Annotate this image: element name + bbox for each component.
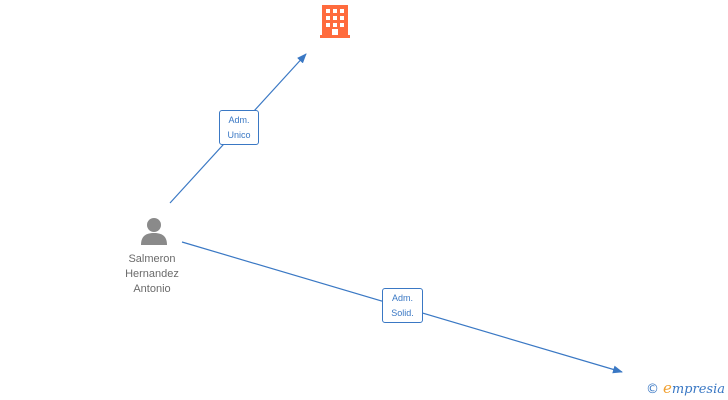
edge-label-adm-solid[interactable]: Adm. Solid. (382, 288, 423, 323)
person-name-line: Salmeron (128, 253, 176, 265)
brand-initial: e (662, 379, 672, 397)
brand-watermark: ©empresia (646, 379, 725, 397)
person-icon[interactable] (141, 218, 167, 245)
edge-label-adm-unico[interactable]: Adm. Unico (219, 110, 259, 145)
edge-label-line: Adm. (391, 293, 413, 303)
person-name[interactable]: Salmeron Hernandez Antonio (97, 252, 207, 297)
edge-label-line: Solid. (391, 308, 414, 318)
edge-label-line: Unico (227, 130, 251, 140)
building-icon[interactable] (320, 5, 350, 38)
person-name-line: Hernandez (125, 268, 179, 280)
copyright-icon: © (645, 382, 659, 397)
person-name-line: Antonio (133, 283, 171, 295)
brand-name: mpresia (671, 382, 725, 397)
edge-label-line: Adm. (228, 115, 250, 125)
